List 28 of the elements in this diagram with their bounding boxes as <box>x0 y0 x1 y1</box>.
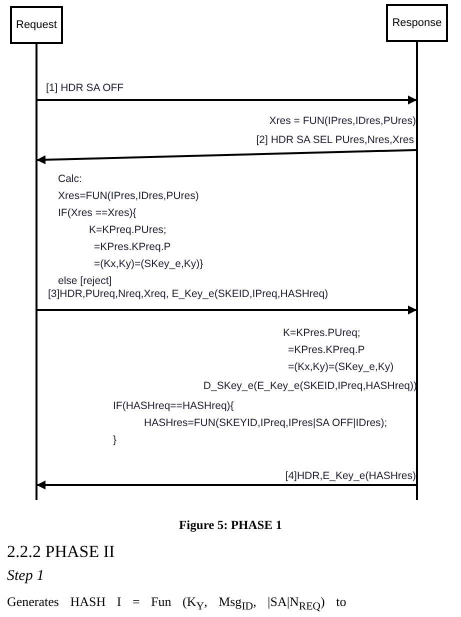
message-label: [3]HDR,PUreq,Nreq,Xreq, E_Key_e(SKEID,IPreq,HASHreq) <box>48 288 328 300</box>
message-arrow <box>36 306 417 314</box>
participant-name: Request <box>16 19 57 31</box>
code-line: =(Kx,Ky)=(SKey_e,Ky) <box>288 361 394 373</box>
message-arrow <box>36 149 418 164</box>
message-label: [2] HDR SA SEL PUres,Nres,Xres <box>256 134 414 146</box>
code-line: HASHres=FUN(SKEYID,IPreq,IPres|SA OFF|IDres); <box>144 417 388 429</box>
step-heading: Step 1 <box>7 568 44 585</box>
code-line: K=KPres.PUreq; <box>283 327 360 339</box>
code-line: IF(Xres ==Xres){ <box>58 207 136 219</box>
message-label: [4]HDR,E_Key_e(HASHres) <box>285 470 416 482</box>
code-line: Calc: <box>58 173 82 185</box>
code-line: =KPres.KPreq.P <box>288 344 365 356</box>
code-line: Xres=FUN(IPres,IDres,PUres) <box>58 190 199 202</box>
code-line: K=KPreq.PUres; <box>89 224 166 236</box>
participant-name: Response <box>392 17 442 29</box>
code-line: Xres = FUN(IPres,IDres,PUres) <box>269 115 416 127</box>
message-label: [1] HDR SA OFF <box>46 82 124 94</box>
section-heading: 2.2.2 PHASE II <box>7 542 115 562</box>
message-arrow <box>36 480 417 490</box>
code-line: =KPres.KPreq.P <box>94 241 171 253</box>
code-line: IF(HASHreq==HASHreq){ <box>113 400 234 412</box>
code-line: } <box>113 434 117 446</box>
message-arrow <box>36 96 417 104</box>
code-line: =(Kx,Ky)=(SKey_e,Ky)} <box>94 258 204 270</box>
code-line: else [reject] <box>58 275 112 287</box>
body-text: Generates HASH I = Fun (K$_{Y}$, Msg$_{ID}$, |SA|N$_{REQ}$) to <box>7 594 346 613</box>
figure-caption: Figure 5: PHASE 1 <box>178 518 283 533</box>
